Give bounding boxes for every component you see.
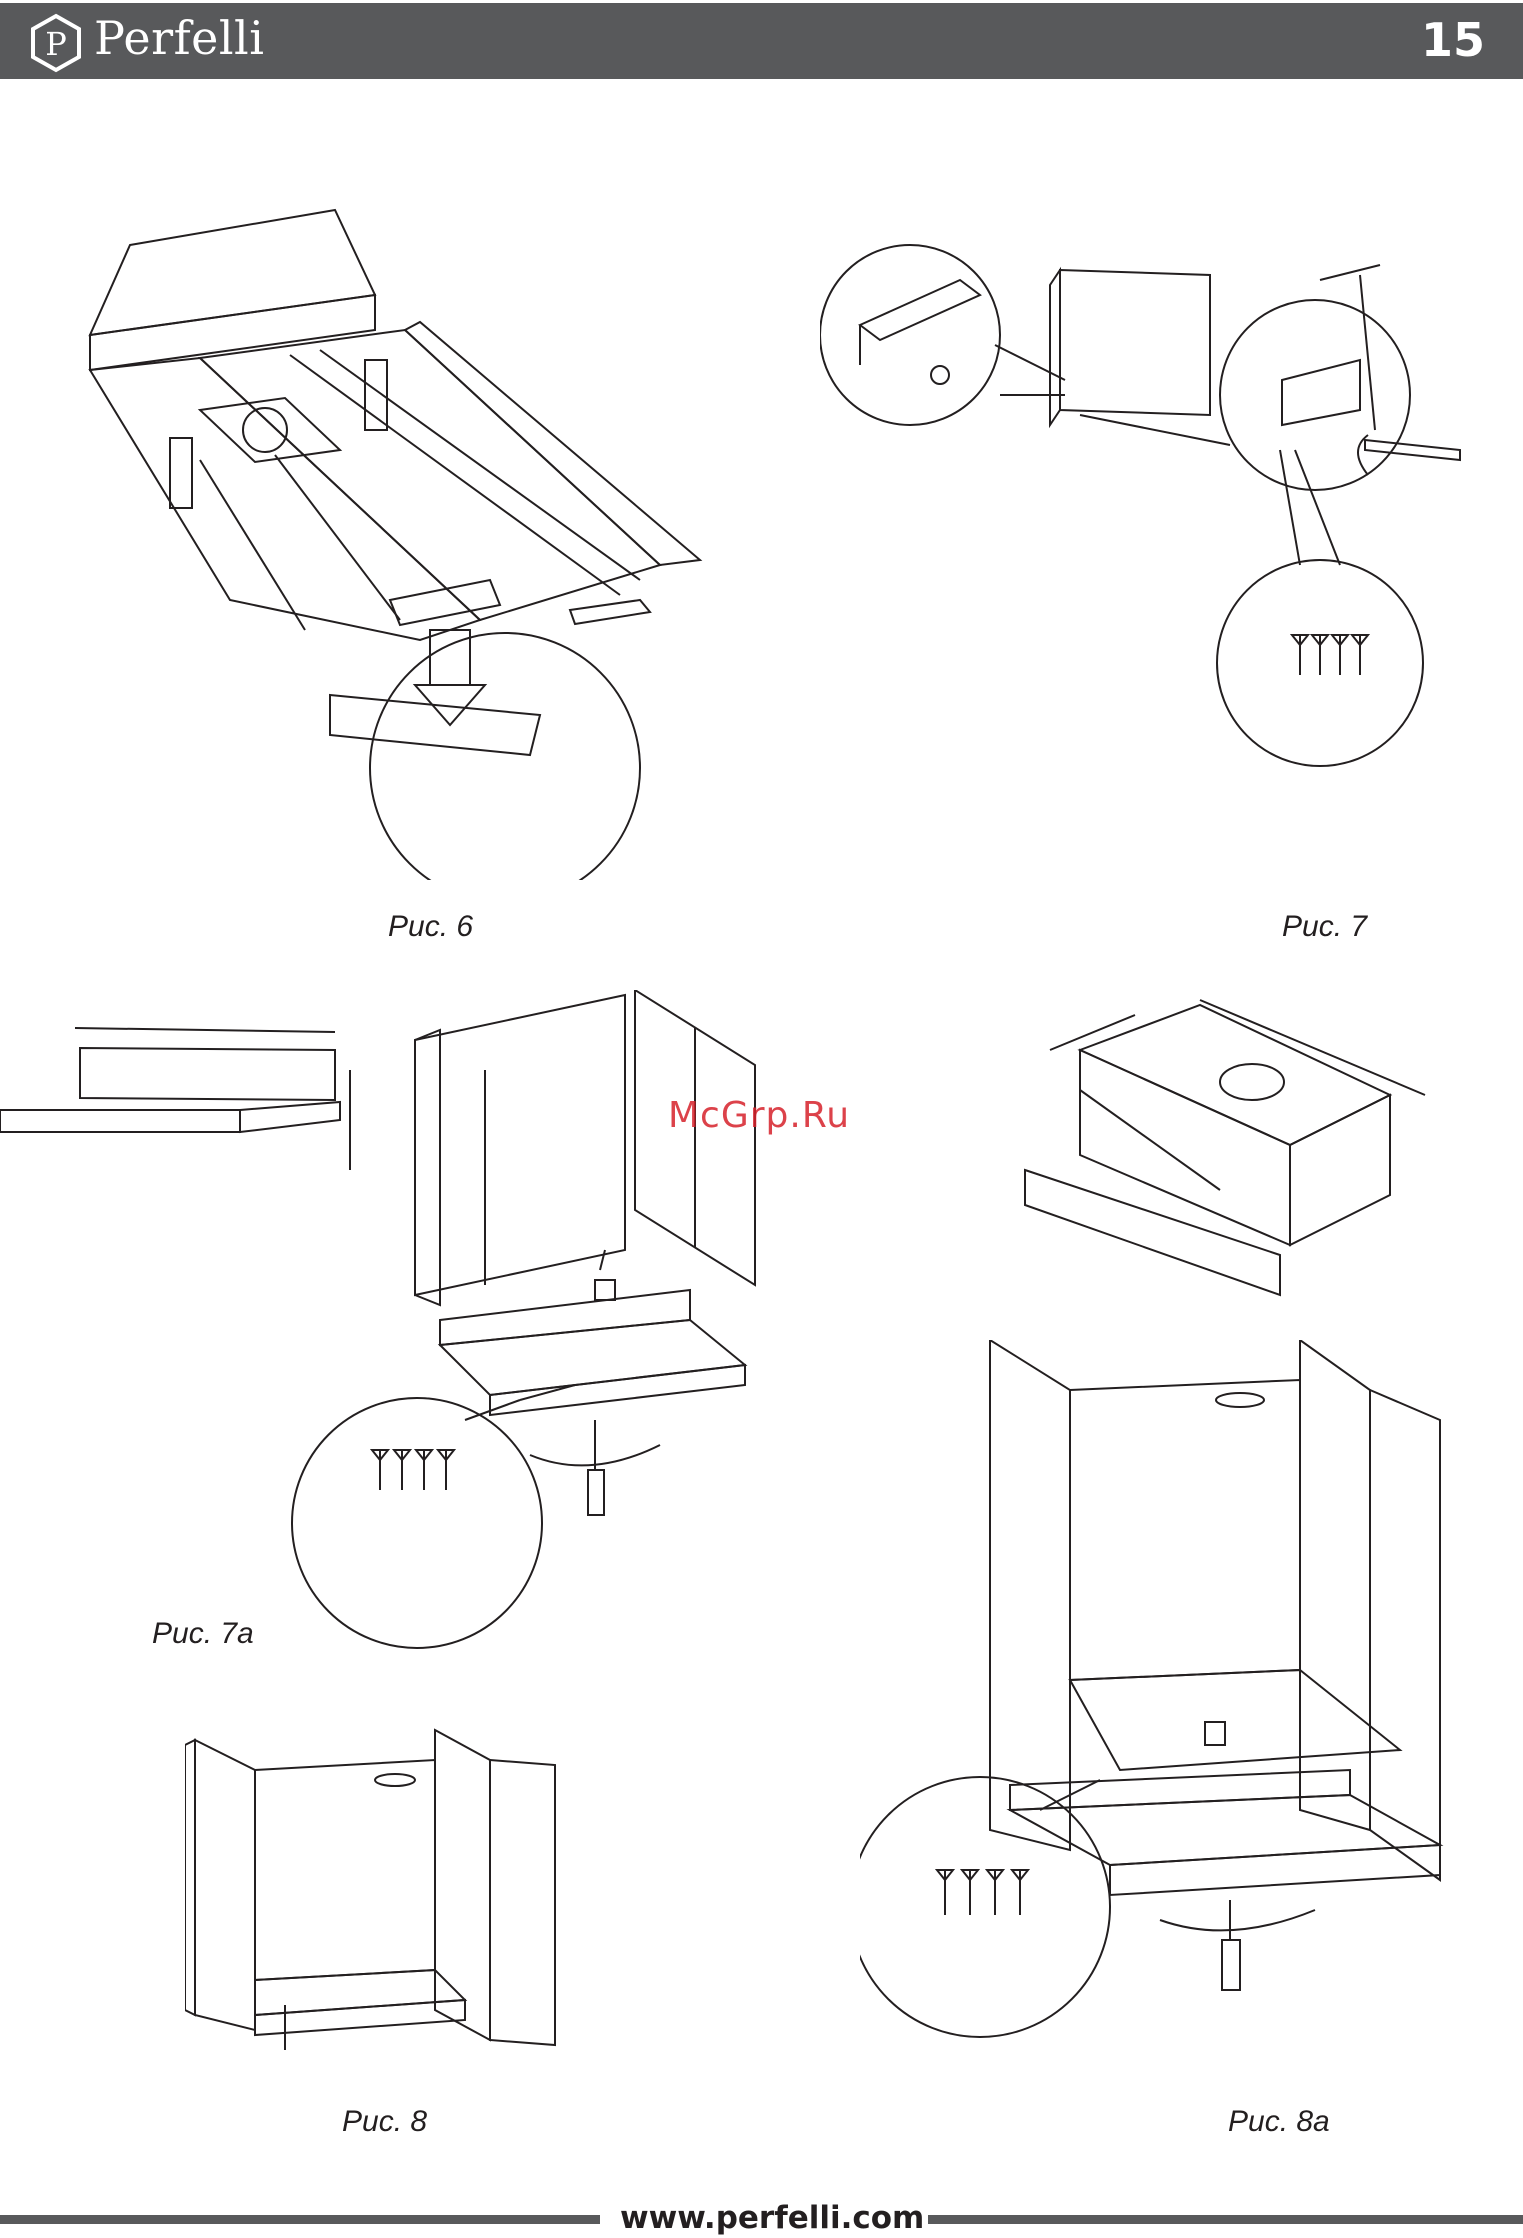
figure-6-illustration	[60, 200, 720, 880]
caption-fig8a: Рис. 8a	[1228, 2105, 1330, 2139]
watermark: McGrp.Ru	[668, 1095, 850, 1136]
page-header: P Perfelli 15	[0, 0, 1523, 79]
caption-fig7a: Рис. 7a	[152, 1617, 254, 1651]
footer-url[interactable]: www.perfelli.com	[620, 2200, 924, 2236]
figure-hood-dimensions-iso	[1010, 990, 1450, 1310]
figure-8a-illustration	[860, 1340, 1460, 2120]
brand-name: Perfelli	[94, 11, 264, 65]
perfelli-logo-icon: P	[28, 13, 84, 73]
figure-8-illustration	[185, 1720, 565, 2060]
figure-7a-illustration	[290, 990, 770, 1670]
footer-bar-right	[928, 2215, 1523, 2224]
caption-fig6: Рис. 6	[388, 910, 473, 944]
footer-bar-left	[0, 2215, 600, 2224]
page-number: 15	[1421, 13, 1485, 67]
figure-7-illustration	[820, 235, 1480, 775]
caption-fig8: Рис. 8	[342, 2105, 427, 2139]
svg-text:P: P	[45, 25, 67, 63]
caption-fig7: Рис. 7	[1282, 910, 1367, 944]
